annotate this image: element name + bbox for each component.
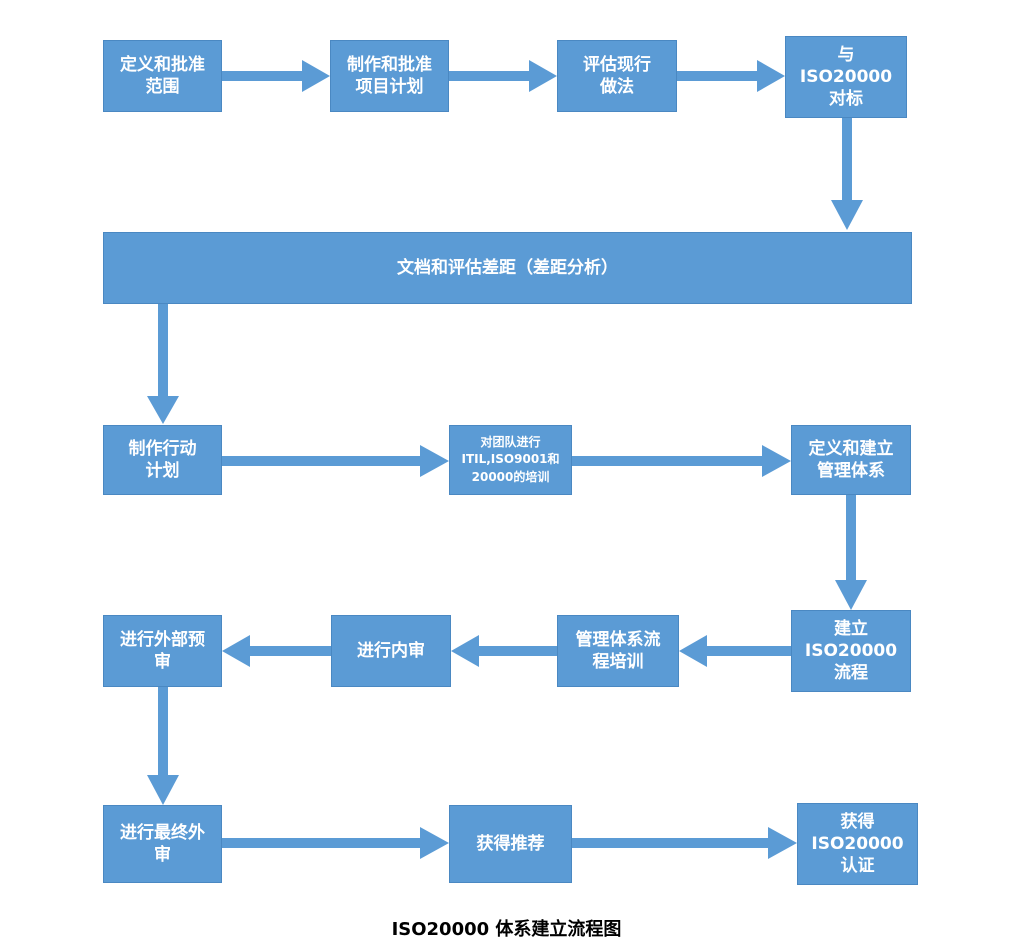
arrow-training-to-system: [572, 445, 791, 477]
arrow-proctraining-to-internal: [451, 635, 557, 667]
arrow-action-to-training: [222, 445, 449, 477]
step-external-preaudit: 进行外部预审: [103, 615, 222, 687]
step-internal-audit: 进行内审: [331, 615, 451, 687]
step-final-audit: 进行最终外审: [103, 805, 222, 883]
arrow-process-to-proctraining: [679, 635, 791, 667]
arrow-system-to-process: [835, 494, 867, 610]
arrow-recommend-to-cert: [572, 827, 797, 859]
arrow-benchmark-to-gap: [831, 118, 863, 230]
step-project-plan: 制作和批准项目计划: [330, 40, 449, 112]
step-assess-current: 评估现行做法: [557, 40, 677, 112]
arrow-assess-to-benchmark: [677, 60, 785, 92]
arrow-preaudit-to-final: [147, 687, 179, 805]
step-process-training: 管理体系流程培训: [557, 615, 679, 687]
step-action-plan: 制作行动计划: [103, 425, 222, 495]
step-define-scope: 定义和批准范围: [103, 40, 222, 112]
diagram-caption: ISO20000 体系建立流程图: [391, 919, 622, 940]
arrow-plan-to-assess: [449, 60, 557, 92]
step-gap-analysis: 文档和评估差距（差距分析）: [103, 232, 912, 304]
arrow-gap-to-action: [147, 304, 179, 424]
arrow-final-to-recommend: [222, 827, 449, 859]
arrow-internal-to-preaudit: [222, 635, 331, 667]
step-recommendation: 获得推荐: [449, 805, 572, 883]
arrow-group: [147, 60, 867, 859]
arrow-define-to-plan: [222, 60, 330, 92]
step-build-system: 定义和建立管理体系: [791, 425, 911, 495]
